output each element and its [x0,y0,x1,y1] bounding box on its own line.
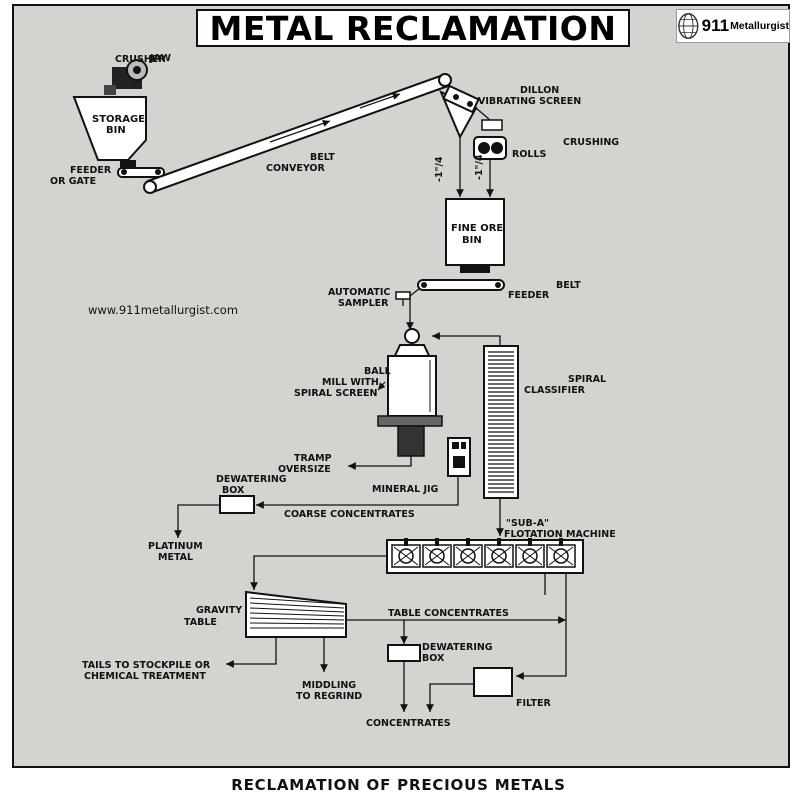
label-mill-with: MILL WITH [322,377,379,388]
label-dillon: DILLON [520,85,559,96]
label-spiral: SPIRAL [568,374,606,385]
filter-to-concentrates-line [426,683,474,712]
label-feeder: FEEDER [70,165,112,176]
table-riffle [249,617,345,621]
label-crusher: CRUSHER [115,54,166,65]
label-bin: BIN [106,125,126,136]
label-automatic: AUTOMATIC [328,287,390,298]
coarse-concentrates-line [256,476,459,509]
table-riffle [249,602,345,609]
flotation-cell [515,538,545,568]
label-platinum: PLATINUM [148,541,203,552]
logo-word: Metallurgist [730,20,789,32]
flotation-to-table-line [250,555,387,590]
label-fine-ore: FINE ORE [451,223,503,234]
label-box-bottom: BOX [422,653,445,664]
label-spiral-screen: SPIRAL SCREEN [294,388,377,399]
label-sampler: SAMPLER [338,298,389,309]
label-dewatering-bottom: DEWATERING [422,642,493,653]
label-middling: MIDDLING [302,680,356,691]
label-conveyor: CONVEYOR [266,163,325,174]
label-box-top: BOX [222,485,245,496]
vibrating-screen [439,84,480,140]
label-concentrates: CONCENTRATES [366,718,451,729]
mineral-jig [447,437,471,477]
label-sub-a: "SUB-A" [506,518,549,529]
logo-number: 911 [701,16,730,35]
label-filter: FILTER [516,698,551,709]
label-table-concentrates: TABLE CONCENTRATES [388,608,509,619]
label-rolls: ROLLS [512,149,546,160]
label-metal: METAL [158,552,193,563]
dewatering-box-bottom [387,644,421,662]
label-storage: STORAGE [92,114,145,125]
label-dewatering-top: DEWATERING [216,474,287,485]
label-belt-feeder-feeder: FEEDER [508,290,550,301]
label-fine-ore-bin: BIN [462,235,482,246]
label-gravity: GRAVITY [196,605,242,616]
tramp-oversize-line [348,456,412,470]
label-table: TABLE [184,617,217,628]
jaw-crusher [104,59,148,95]
storage-bin [72,96,147,168]
label-mineral-jig: MINERAL JIG [372,484,439,495]
label-belt: BELT [310,152,335,163]
label-jaw: JAW [149,53,171,64]
label-flotation-machine: FLOTATION MACHINE [504,529,616,540]
label-crushing: CRUSHING [563,137,619,148]
automatic-sampler [395,291,411,306]
label-vibrating-screen: VIBRATING SCREEN [478,96,581,107]
classifier-return-line [432,332,501,346]
belt-conveyor [143,73,452,194]
feeder-gate [117,167,165,178]
flotation-cell [391,538,421,568]
flotation-cell [546,538,576,568]
table-riffle [249,622,345,625]
page-title: METAL RECLAMATION [196,9,630,48]
label-size-right: -1"/4 [474,154,485,180]
table-riffle [249,597,345,605]
label-belt-feeder-belt: BELT [556,280,581,291]
ball-mill [377,328,443,457]
label-oversize: OVERSIZE [278,464,331,475]
label-coarse-concentrates: COARSE CONCENTRATES [284,509,415,520]
flotation-machine [386,538,584,574]
label-classifier: CLASSIFIER [524,385,586,396]
label-tramp: TRAMP [294,453,332,464]
label-tails: TAILS TO STOCKPILE OR [82,660,211,671]
fine-ore-bin [445,198,505,273]
flotation-concentrate-line [516,573,567,680]
spiral-classifier [483,345,519,499]
globe-icon [678,13,699,39]
logo: 911 Metallurgist [676,9,790,43]
flotation-cell [453,538,483,568]
table-riffle [249,612,345,617]
flotation-cell [422,538,452,568]
label-or-gate: OR GATE [50,176,96,187]
label-ball: BALL [364,366,391,377]
filter [473,667,513,697]
dewatering-box-top [219,495,255,514]
label-to-regrind: TO REGRIND [296,691,362,702]
label-chemical-treatment: CHEMICAL TREATMENT [84,671,206,682]
platinum-line [174,504,220,538]
belt-feeder [406,279,505,330]
figure-caption: RECLAMATION OF PRECIOUS METALS [231,776,566,794]
crushing-rolls [473,119,507,160]
website-url: www.911metallurgist.com [88,303,239,317]
tails-line [226,637,277,668]
gravity-table [245,590,347,638]
flotation-cell [484,538,514,568]
screen-flow-lines [456,107,494,197]
table-riffle [249,607,345,613]
label-size-left: -1"/4 [434,156,445,182]
